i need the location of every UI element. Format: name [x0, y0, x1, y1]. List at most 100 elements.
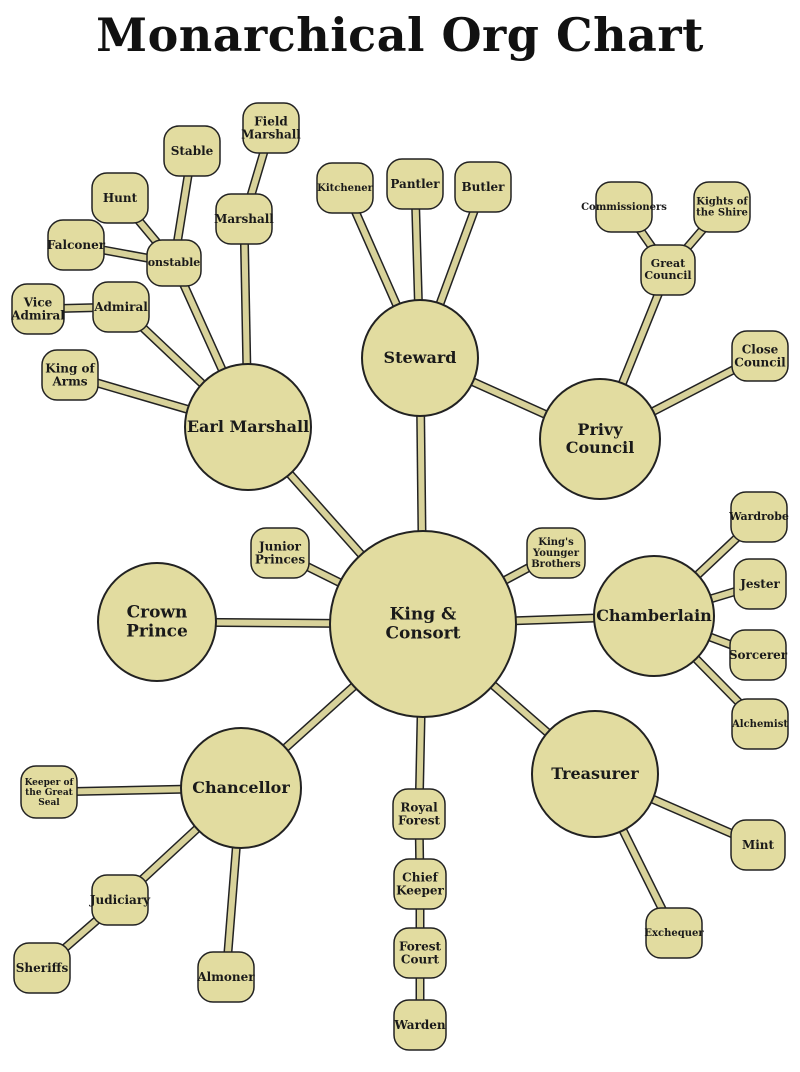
node-shape-sheriffs [13, 942, 71, 994]
node-shape-pantler [386, 158, 444, 210]
node-king: King &Consort [329, 530, 517, 718]
node-shape-falconer [47, 219, 105, 271]
node-shape-chief-keeper [393, 858, 447, 910]
node-shape-exchequer [645, 907, 703, 959]
node-shape-king [329, 530, 517, 718]
node-label-wardrobe: Wardrobe [728, 510, 789, 523]
node-label-exchequer: Exchequer [644, 928, 704, 939]
node-pantler: Pantler [386, 158, 444, 210]
node-shape-knights-shire [693, 181, 751, 233]
node-shape-younger-brothers [526, 527, 586, 579]
node-label-hunt: Hunt [103, 191, 138, 205]
node-shape-stable [163, 125, 221, 177]
node-label-chancellor: Chancellor [192, 778, 290, 797]
node-butler: Butler [454, 161, 512, 213]
node-label-kitchener: Kitchener [317, 183, 373, 194]
node-alchemist: Alchemist [731, 698, 789, 750]
node-earl-marshall: Earl Marshall [184, 363, 312, 491]
node-label-falconer: Falconer [47, 238, 106, 252]
node-shape-earl-marshall [184, 363, 312, 491]
node-shape-crown-prince [97, 562, 217, 682]
node-label-stable: Stable [171, 144, 214, 158]
node-shape-close-council [731, 330, 789, 382]
node-shape-junior-princes [250, 527, 310, 579]
node-shape-alchemist [731, 698, 789, 750]
node-shape-wardrobe [730, 491, 788, 543]
node-shape-king-of-arms [41, 349, 99, 401]
node-label-warden: Warden [393, 1018, 446, 1032]
node-shape-admiral [92, 281, 150, 333]
node-treasurer: Treasurer [531, 710, 659, 838]
node-label-chamberlain: Chamberlain [596, 606, 712, 625]
node-shape-privy-council [539, 378, 661, 500]
node-steward: Steward [361, 299, 479, 417]
node-sheriffs: Sheriffs [13, 942, 71, 994]
node-shape-almoner [197, 951, 255, 1003]
page-title: Monarchical Org Chart [96, 8, 704, 62]
node-constable: onstable [146, 239, 202, 287]
node-label-judiciary: Judiciary [89, 893, 151, 907]
node-kitchener: Kitchener [316, 162, 374, 214]
node-label-jester: Jester [739, 577, 780, 591]
node-shape-hunt [91, 172, 149, 224]
node-shape-great-council [640, 244, 696, 296]
node-label-king: King &Consort [386, 604, 461, 643]
node-shape-commissioners [595, 181, 653, 233]
node-label-steward: Steward [384, 348, 457, 367]
node-shape-keeper-seal [20, 765, 78, 819]
node-shape-field-marshall [242, 102, 300, 154]
node-jester: Jester [733, 558, 787, 610]
node-exchequer: Exchequer [644, 907, 704, 959]
node-shape-kitchener [316, 162, 374, 214]
node-label-sheriffs: Sheriffs [16, 961, 69, 975]
node-label-almoner: Almoner [196, 970, 255, 984]
node-label-treasurer: Treasurer [551, 764, 639, 783]
node-shape-treasurer [531, 710, 659, 838]
node-shape-forest-court [393, 927, 447, 979]
node-label-pantler: Pantler [390, 177, 440, 191]
node-shape-jester [733, 558, 787, 610]
node-shape-constable [146, 239, 202, 287]
node-shape-butler [454, 161, 512, 213]
node-marshall: Marshall [214, 193, 274, 245]
node-shape-marshall [215, 193, 273, 245]
node-sorcerer: Sorcerer [729, 629, 788, 681]
node-almoner: Almoner [196, 951, 255, 1003]
node-label-alchemist: Alchemist [731, 719, 788, 730]
node-mint: Mint [730, 819, 786, 871]
node-commissioners: Commissioners [581, 181, 667, 233]
node-label-marshall: Marshall [214, 212, 274, 226]
node-shape-chancellor [180, 727, 302, 849]
node-label-earl-marshall: Earl Marshall [187, 417, 309, 436]
node-label-sorcerer: Sorcerer [729, 648, 788, 662]
node-label-commissioners: Commissioners [581, 202, 667, 213]
node-shape-mint [730, 819, 786, 871]
node-judiciary: Judiciary [89, 874, 151, 926]
node-shape-royal-forest [392, 788, 446, 840]
node-admiral: Admiral [92, 281, 150, 333]
